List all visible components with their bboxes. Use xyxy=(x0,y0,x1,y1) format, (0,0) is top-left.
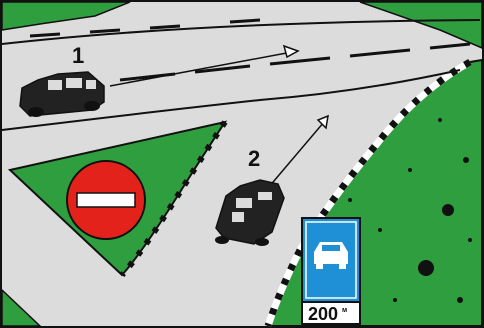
distance-value: 200 xyxy=(308,304,338,324)
car-lane-sign-icon xyxy=(302,218,360,302)
no-entry-sign-icon xyxy=(67,161,145,239)
car-2-label: 2 xyxy=(248,146,260,171)
distance-unit: м xyxy=(342,307,347,314)
distance-plate: 200 м xyxy=(302,302,360,324)
car-1-label: 1 xyxy=(72,43,84,68)
